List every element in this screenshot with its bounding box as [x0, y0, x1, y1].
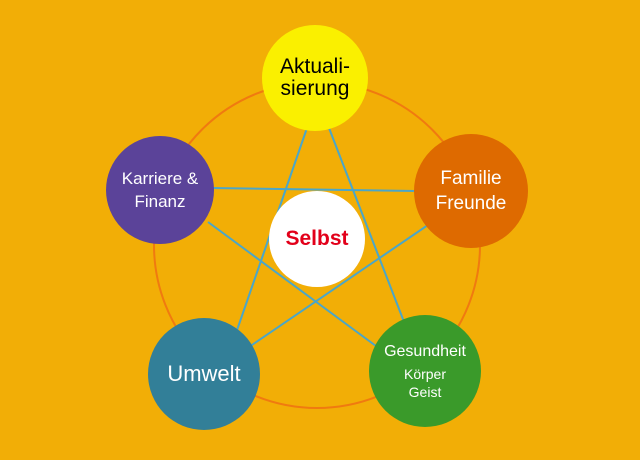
- node-selbst: Selbst: [269, 191, 365, 287]
- node-familie-line-2: Freunde: [435, 193, 507, 214]
- node-gesundheit-line-3: Geist: [408, 383, 442, 400]
- node-umwelt-label: Umwelt: [167, 360, 241, 386]
- node-karriere-line-2: Finanz: [134, 192, 186, 211]
- node-karriere-line-1: Karriere &: [121, 169, 199, 188]
- node-gesundheit-line-2: Körper: [403, 365, 447, 382]
- node-familie-freunde: Familie Freunde: [414, 134, 528, 248]
- node-karriere-finanz: Karriere & Finanz: [106, 136, 214, 244]
- star-line-left-bottomright: [207, 221, 381, 350]
- node-gesundheit-line-1: Gesundheit: [384, 342, 466, 360]
- node-umwelt: Umwelt: [148, 318, 260, 430]
- node-aktualisierung: Aktuali- sierung: [262, 25, 368, 131]
- star-line-right-bottomleft: [248, 224, 429, 348]
- star-line-top-bottomright: [328, 127, 407, 328]
- star-line-left-right: [211, 187, 417, 192]
- node-aktualisierung-line-2: sierung: [280, 77, 350, 100]
- node-familie-line-1: Familie: [440, 168, 502, 189]
- node-selbst-label: Selbst: [285, 227, 349, 251]
- node-aktualisierung-line-1: Aktuali-: [279, 55, 351, 78]
- node-gesundheit: Gesundheit Körper Geist: [369, 315, 481, 427]
